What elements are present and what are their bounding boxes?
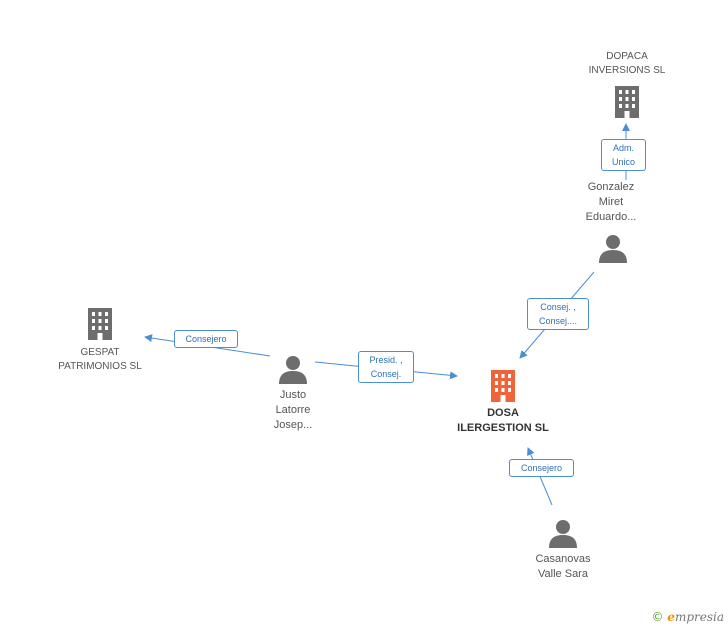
copyright-icon: © xyxy=(651,610,664,624)
empresia-logo[interactable]: © empresia xyxy=(651,610,724,624)
building-icon xyxy=(88,308,112,340)
brand-name: mpresia xyxy=(674,610,724,624)
person-icon xyxy=(279,356,307,384)
person-icon xyxy=(549,520,577,548)
node-label: DOSA ILERGESTION SL xyxy=(457,407,549,434)
person-icon xyxy=(599,235,627,263)
brand-e: e xyxy=(667,610,675,624)
node-dosa-ilergestion[interactable]: DOSA ILERGESTION SL xyxy=(446,368,560,436)
edge-label-consejero-gespat[interactable]: Consejero xyxy=(174,330,238,348)
edge-label-consejero-casanovas[interactable]: Consejero xyxy=(509,459,574,477)
edge-label-adm-unico[interactable]: Adm. Unico xyxy=(601,139,646,171)
node-gespat-patrimonios[interactable]: GESPAT PATRIMONIOS SL xyxy=(44,306,156,374)
node-label: Justo Latorre Josep... xyxy=(273,389,313,431)
node-label: Casanovas Valle Sara xyxy=(535,553,591,580)
building-icon xyxy=(491,370,515,402)
node-label: GESPAT PATRIMONIOS SL xyxy=(58,347,142,372)
node-justo-latorre[interactable]: Justo Latorre Josep... xyxy=(250,354,336,433)
node-casanovas-valle[interactable]: Casanovas Valle Sara xyxy=(516,518,610,582)
building-icon xyxy=(615,86,639,118)
edge-label-presid-consej[interactable]: Presid. , Consej. xyxy=(358,351,414,383)
node-label: DOPACA INVERSIONS SL xyxy=(588,51,666,76)
node-gonzalez-miret[interactable]: Gonzalez Miret Eduardo... xyxy=(566,180,656,263)
node-label: Gonzalez Miret Eduardo... xyxy=(585,181,637,223)
node-dopaca-inversions[interactable]: DOPACA INVERSIONS SL xyxy=(568,50,686,120)
edge-label-consej[interactable]: Consej. , Consej.... xyxy=(527,298,589,330)
